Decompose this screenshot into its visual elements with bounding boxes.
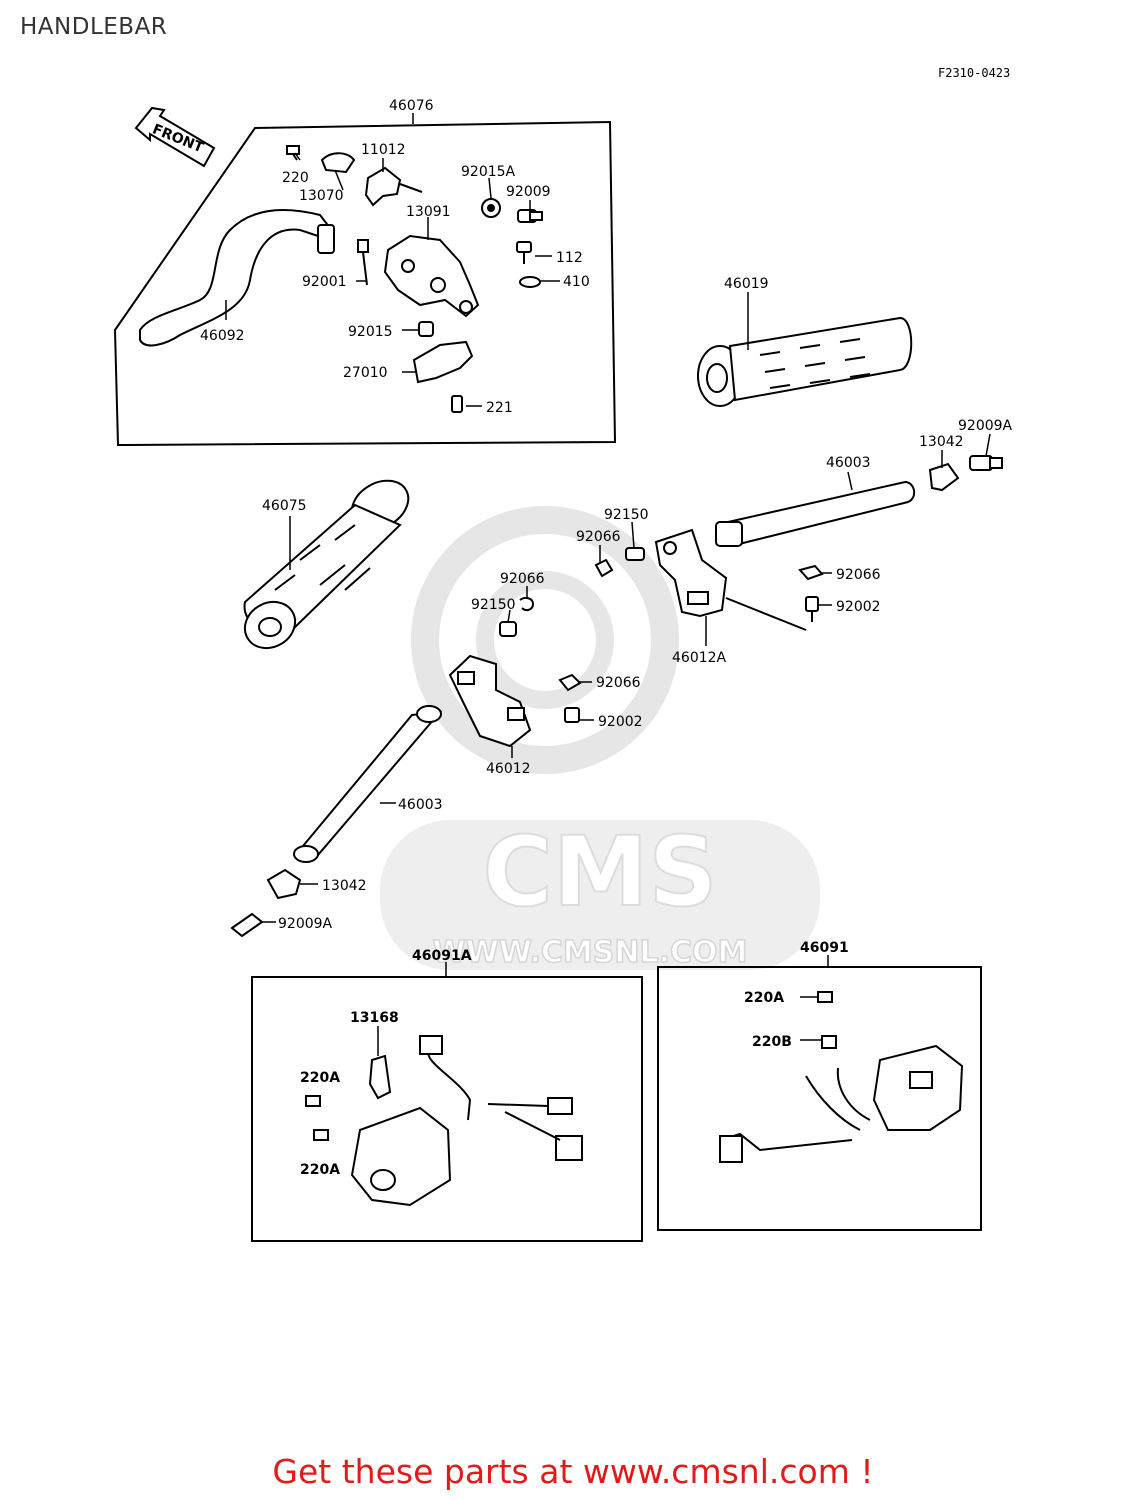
left-holder (448, 596, 582, 748)
left-switch-housing (305, 1035, 583, 1207)
watermark-url: WWW.CMSNL.COM (433, 935, 748, 970)
watermark: CMS WWW.CMSNL.COM (380, 506, 820, 971)
callout-92001: 92001 (302, 274, 347, 290)
left-switch-box (251, 976, 643, 1242)
left-handlebar (230, 705, 443, 938)
small-parts-upper (286, 145, 543, 413)
watermark-logo-text: CMS (482, 816, 717, 928)
callout-92009a-right: 92009A (958, 418, 1013, 434)
callout-46092: 46092 (200, 328, 245, 344)
callout-13070: 13070 (299, 188, 344, 204)
callout-13042-right: 13042 (919, 434, 964, 450)
lever-assembly-box (113, 120, 617, 447)
callout-46019: 46019 (724, 276, 769, 292)
right-handlebar (715, 455, 1003, 547)
front-arrow: FRONT (134, 106, 216, 168)
callout-92015: 92015 (348, 324, 393, 340)
footer-cta-link[interactable]: Get these parts at www.cmsnl.com ! (272, 1452, 874, 1491)
right-grip (697, 316, 913, 407)
callout-13042-left: 13042 (322, 878, 367, 894)
leader-lines (225, 113, 991, 1056)
callout-46076: 46076 (389, 98, 434, 114)
callout-46091: 46091 (800, 940, 849, 956)
callout-46091a: 46091A (412, 948, 472, 964)
callout-92066-mid-2: 92066 (596, 675, 641, 691)
callout-46003-right: 46003 (826, 455, 871, 471)
callout-220b: 220B (752, 1034, 792, 1050)
left-grip (243, 479, 410, 650)
callout-13091: 13091 (406, 204, 451, 220)
callout-27010: 27010 (343, 365, 388, 381)
right-switch-housing (719, 991, 964, 1163)
callout-92002-mid: 92002 (598, 714, 643, 730)
diagram-code: F2310-0423 (938, 66, 1011, 80)
callout-11012: 11012 (361, 142, 406, 158)
callout-46012a: 46012A (672, 650, 727, 666)
callout-46075: 46075 (262, 498, 307, 514)
callout-220a-1: 220A (300, 1070, 340, 1086)
callout-220: 220 (282, 170, 309, 186)
page-title: HANDLEBAR (20, 14, 168, 40)
callout-92066-mid: 92066 (500, 571, 545, 587)
clutch-lever (139, 209, 335, 347)
callout-92150-right: 92150 (604, 507, 649, 523)
small-parts-right (594, 547, 824, 631)
callout-220a-3: 220A (744, 990, 784, 1006)
callout-92009a-left: 92009A (278, 916, 333, 932)
callout-221: 221 (486, 400, 513, 416)
callout-92066-right-2: 92066 (836, 567, 881, 583)
callout-13168: 13168 (350, 1010, 399, 1026)
right-holder (654, 528, 728, 618)
callout-92150-mid: 92150 (471, 597, 516, 613)
callout-220a-2: 220A (300, 1162, 340, 1178)
callout-92002-right: 92002 (836, 599, 881, 615)
callout-92066-right-1: 92066 (576, 529, 621, 545)
callout-46012: 46012 (486, 761, 531, 777)
lever-holder (383, 234, 480, 318)
callout-46003-left: 46003 (398, 797, 443, 813)
right-switch-box (657, 966, 982, 1231)
parts-diagram: CMS WWW.CMSNL.COM FRONT (113, 98, 1013, 1242)
callout-92015a: 92015A (461, 164, 516, 180)
callout-410: 410 (563, 274, 590, 290)
callout-112: 112 (556, 250, 583, 266)
callout-92009: 92009 (506, 184, 551, 200)
callout-labels: 46076 11012 220 13070 92015A 92009 13091… (200, 98, 1013, 1178)
